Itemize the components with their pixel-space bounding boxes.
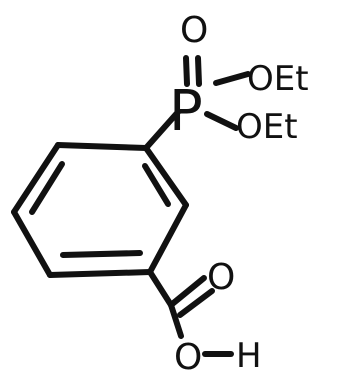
- ethoxy-top-label: OEt: [247, 59, 309, 99]
- carbonyl-double-bond-inner: [177, 288, 215, 318]
- carboxylic-acid-group: O O H: [147, 257, 262, 375]
- carbon-to-hydroxyl-bond: [168, 302, 184, 339]
- ring-to-carboxyl-bond: [147, 269, 174, 308]
- hydroxyl-oxygen-label: O: [174, 337, 202, 375]
- ring-inner-double-left: [29, 161, 65, 215]
- p-oet-top-bond: [213, 71, 251, 86]
- ring-bond-top-left: [11, 142, 61, 215]
- carbonyl-double-bond-outer: [168, 275, 207, 308]
- phosphonate-group: O P OEt OEt: [143, 10, 309, 151]
- carbonyl-oxygen-label: O: [207, 257, 235, 298]
- ring-bond-top-right: [143, 145, 189, 208]
- ring-bond-bottom: [47, 269, 153, 278]
- ring-inner-double-right: [142, 163, 171, 207]
- ring-to-phosphorus-bond: [143, 109, 181, 151]
- ring-inner-double-bottom: [60, 250, 143, 258]
- ring-bond-bottom-left: [11, 209, 53, 278]
- ring-bond-bottom-right: [147, 202, 189, 275]
- phosphorus-label: P: [169, 79, 203, 144]
- phosphoryl-double-bond-right: [195, 55, 202, 87]
- ring-bond-top: [55, 142, 149, 151]
- benzene-ring: [11, 142, 189, 278]
- hydroxyl-hydrogen-label: H: [236, 336, 262, 375]
- phosphoryl-oxygen-label: O: [180, 10, 208, 51]
- p-oet-bottom-bond: [204, 111, 239, 131]
- phosphoryl-double-bond-left: [183, 55, 190, 87]
- ethoxy-bottom-label: OEt: [236, 107, 298, 147]
